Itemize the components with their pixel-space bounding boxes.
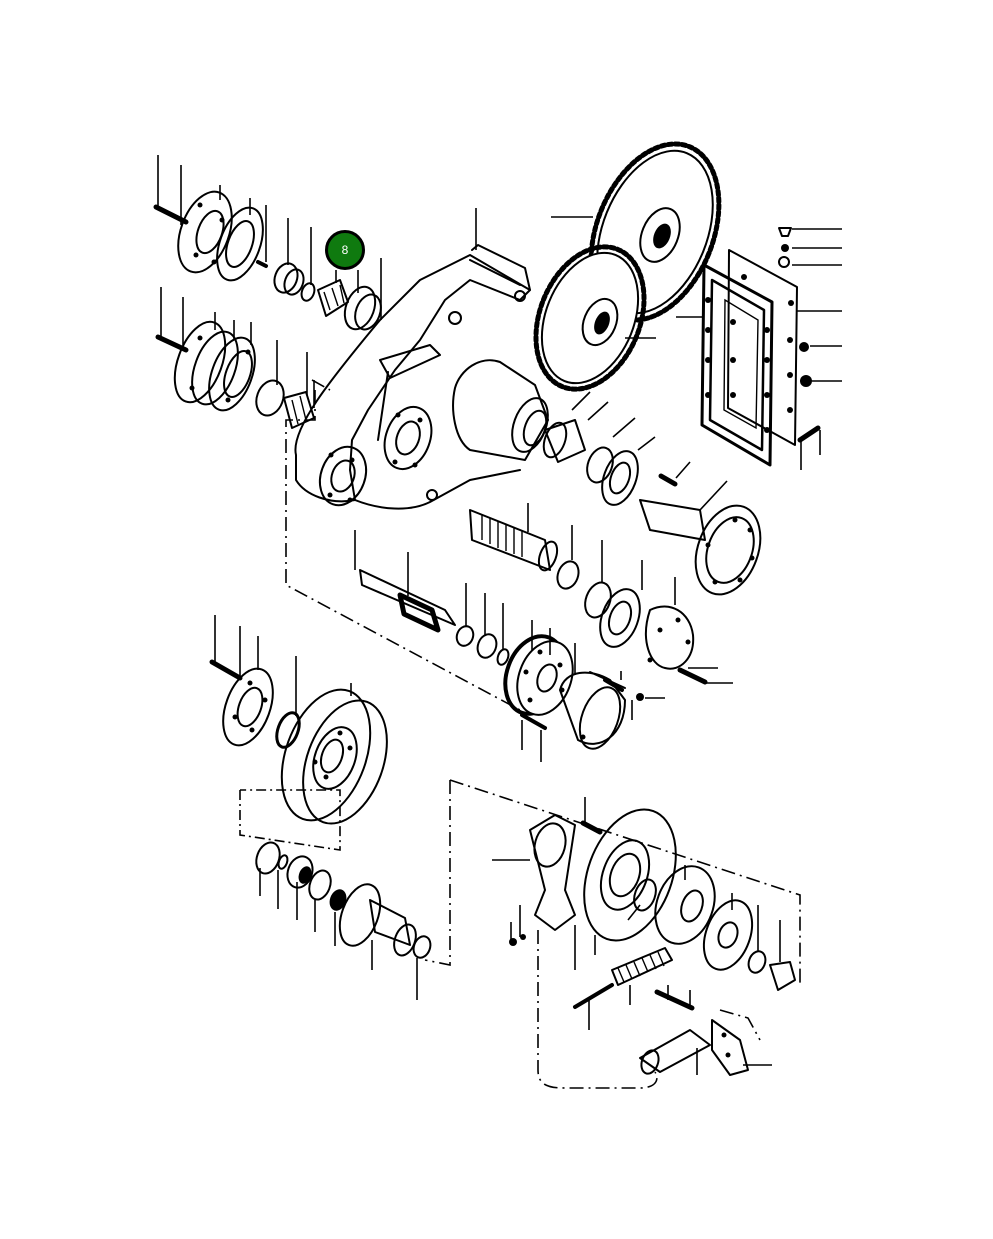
gearbox-housing[interactable] — [294, 208, 554, 512]
assembly-centerlines — [239, 379, 801, 1089]
inspection-cover-and-gasket[interactable] — [676, 227, 842, 470]
callout-label: 8 — [341, 243, 349, 257]
small-spur-gear[interactable] — [516, 231, 664, 406]
callout-badge-8[interactable]: 8 — [325, 230, 365, 270]
actuator-cylinder[interactable] — [638, 985, 772, 1076]
splined-sleeve[interactable] — [469, 503, 561, 573]
input-shaft[interactable] — [354, 525, 676, 666]
gasket-bolt-holes — [705, 274, 794, 433]
clutch-plate-assembly[interactable] — [495, 605, 733, 762]
tension-spring-and-lever[interactable] — [573, 947, 673, 1030]
hub-and-bearings[interactable] — [252, 839, 433, 1000]
upper-left-bearing-cover-stack[interactable] — [153, 155, 385, 333]
output-flange-shaft[interactable] — [539, 391, 771, 603]
lower-left-bearing-cover-stack[interactable] — [155, 287, 315, 429]
brake-drum[interactable] — [209, 615, 403, 835]
